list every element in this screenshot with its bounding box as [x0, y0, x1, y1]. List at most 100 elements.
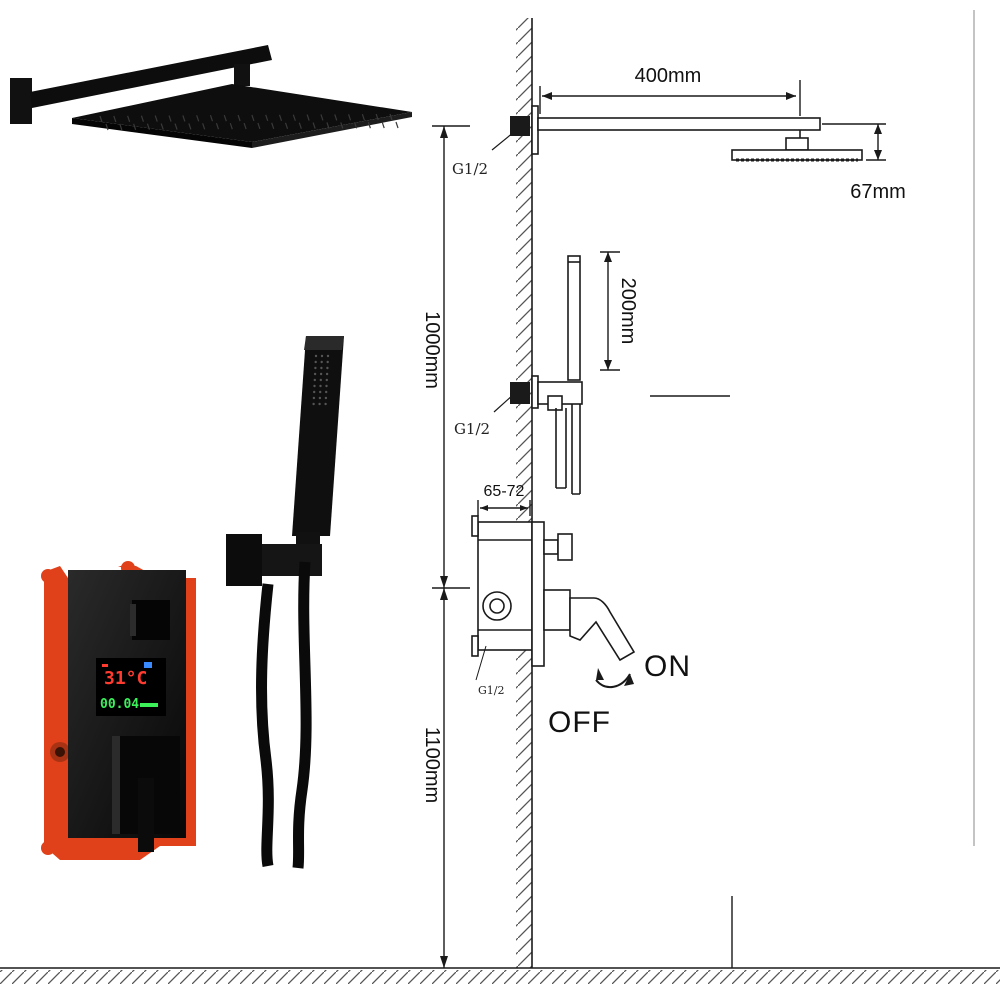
hand-nozzle [313, 390, 316, 394]
nozzle-pattern [99, 113, 399, 131]
hand-nozzle [326, 354, 330, 358]
nozzle [395, 121, 399, 129]
hand-nozzle [314, 366, 317, 370]
hand-nozzle [314, 354, 318, 358]
handheld-height-label: 200mm [617, 278, 639, 345]
nozzle [196, 115, 200, 122]
nozzle [354, 122, 358, 129]
nozzle [160, 123, 164, 130]
hand-nozzle [320, 366, 323, 370]
mid-thread-label: G1/2 [454, 420, 490, 438]
hand-nozzle [326, 366, 329, 370]
thermostatic-valve-photo: 31°C 00.04 [41, 561, 196, 860]
hand-nozzle [320, 360, 323, 364]
nozzle [140, 115, 144, 122]
hand-nozzle [318, 402, 321, 406]
hand-nozzle [324, 396, 328, 400]
nozzle [334, 114, 338, 121]
nozzle [174, 123, 178, 130]
nozzle [243, 122, 247, 130]
lcd-flow: 00.04 [100, 697, 139, 712]
nozzle [251, 114, 255, 122]
hand-nozzle [326, 360, 329, 364]
head-height-dimension [822, 123, 886, 161]
nozzle [340, 122, 344, 129]
nozzle [348, 114, 352, 121]
nozzle [99, 115, 103, 123]
hand-nozzle [318, 396, 322, 400]
nozzle [209, 115, 214, 122]
hand-nozzle [325, 390, 328, 394]
nozzle [229, 122, 233, 130]
nozzle [367, 122, 371, 129]
hand-nozzle [319, 390, 322, 394]
nozzle [320, 114, 324, 121]
top-shower-drawing [510, 105, 863, 162]
nozzle [168, 115, 172, 122]
nozzle [284, 122, 289, 129]
hand-nozzle [325, 378, 328, 382]
head-height-label: 67mm [850, 181, 906, 203]
off-label: OFF [548, 706, 611, 739]
hand-nozzle [319, 372, 323, 376]
hand-nozzle [313, 372, 317, 376]
wall [516, 18, 533, 968]
valve-depth-dimension [477, 500, 531, 516]
hand-shower-drawing [510, 255, 583, 495]
nozzle [361, 114, 365, 121]
hand-shower-photo [226, 336, 344, 869]
nozzle [146, 123, 150, 130]
nozzle [389, 113, 393, 121]
nozzle [298, 122, 302, 129]
floor [0, 967, 1000, 984]
nozzle [154, 115, 158, 122]
nozzle [188, 123, 192, 130]
rotation-arrow [595, 673, 631, 689]
hand-nozzle [313, 378, 316, 382]
hand-nozzle [320, 354, 324, 358]
nozzle [271, 122, 275, 130]
nozzle [237, 114, 241, 122]
wall-flange [10, 78, 32, 124]
hand-nozzle [319, 384, 322, 388]
hose-left [256, 583, 274, 868]
height-dimensions [432, 125, 470, 968]
nozzle [182, 115, 186, 122]
on-label: ON [644, 650, 691, 683]
nozzle [113, 115, 117, 123]
handheld-height-dimension [600, 251, 620, 371]
nozzle [292, 114, 296, 121]
rain-shower-head-photo [10, 45, 412, 148]
nozzle [133, 123, 137, 130]
hand-nozzle [325, 384, 328, 388]
hand-nozzle [312, 402, 315, 406]
nozzle [105, 123, 109, 131]
nozzle [215, 123, 220, 130]
nozzle [127, 115, 131, 122]
hand-shower-nozzles [312, 354, 330, 406]
hand-nozzle [319, 378, 322, 382]
nozzle [375, 113, 379, 121]
valve-thread-label: G1/2 [478, 684, 505, 697]
nozzle [312, 122, 316, 129]
hand-nozzle [325, 372, 329, 376]
upper-height-label: 1000mm [421, 311, 443, 389]
hose-right [292, 561, 312, 869]
hand-shower-body [292, 336, 344, 536]
hand-nozzle [324, 402, 327, 406]
hand-nozzle [312, 396, 316, 400]
nozzle [202, 123, 206, 130]
valve-drawing [471, 515, 636, 667]
nozzle [223, 114, 227, 122]
nozzle [306, 114, 310, 121]
nozzle [278, 114, 283, 121]
arm-length-label: 400mm [635, 65, 702, 87]
nozzle [257, 122, 261, 130]
nozzle [381, 121, 385, 129]
lcd-temperature: 31°C [104, 668, 147, 689]
valve-depth-label: 65-72 [484, 483, 525, 500]
hand-nozzle [314, 360, 317, 364]
diverter-knob [132, 600, 170, 640]
